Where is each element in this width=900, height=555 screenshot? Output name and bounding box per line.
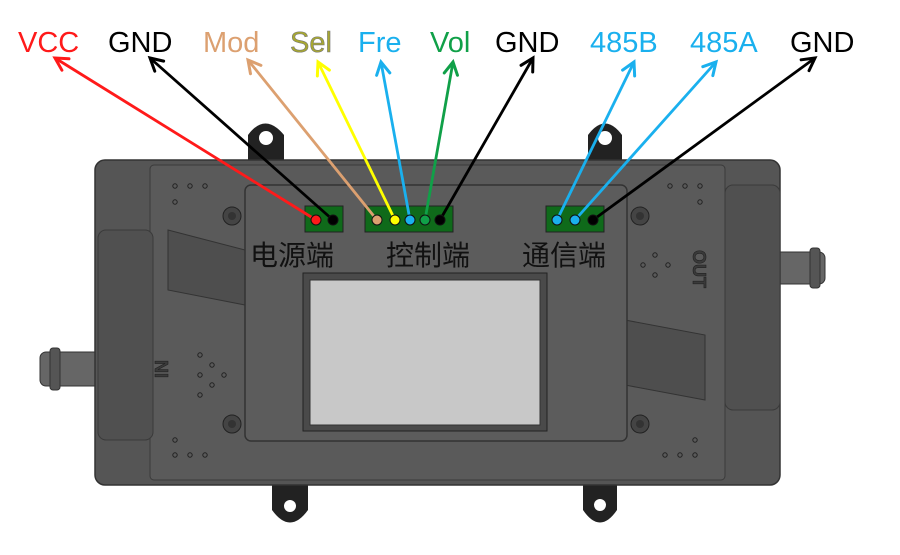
pin-terminal <box>389 214 401 226</box>
inlet-label: IN <box>152 360 172 378</box>
pin-terminal <box>434 214 446 226</box>
wire-gnd <box>434 55 535 226</box>
outlet-label: OUT <box>689 250 709 288</box>
pin-terminal <box>404 214 416 226</box>
pin-label-fre: Fre <box>358 27 402 59</box>
arrowhead-icon <box>375 58 392 77</box>
pin-label-mod: Mod <box>203 27 259 59</box>
pin-terminal <box>569 214 581 226</box>
pin-terminal <box>371 214 383 226</box>
wire-sel <box>315 59 401 226</box>
pin-label-gnd: GND <box>108 27 172 59</box>
pin-label-gnd: GND <box>790 27 854 59</box>
mounting-ear-bottom-right <box>583 484 617 523</box>
pin-labels: VCC GND Mod Sel Fre Vol GND 485B 485A GND <box>18 27 854 60</box>
wire-485a <box>569 59 719 226</box>
arrowhead-icon <box>315 59 331 78</box>
wire-mod <box>246 57 383 226</box>
mounting-ear-top-left <box>248 123 284 165</box>
pin-label-sel: Sel <box>290 27 332 59</box>
pin-label-485a: 485A <box>690 27 758 59</box>
pin-label-vcc: VCC <box>18 27 79 59</box>
arrowhead-icon <box>442 58 459 77</box>
arrowhead-icon <box>147 55 166 73</box>
pin-terminal <box>551 214 563 226</box>
comm-connector-label: 通信端 <box>522 239 606 272</box>
screw-icon <box>630 414 650 434</box>
pin-terminal <box>327 214 339 226</box>
pin-terminal <box>310 214 322 226</box>
wire-vcc <box>52 56 322 226</box>
arrowhead-icon <box>701 59 719 78</box>
mounting-ear-top-right <box>588 123 622 165</box>
screw-icon <box>630 206 650 226</box>
wire-gnd <box>147 55 339 226</box>
arrowhead-icon <box>799 56 818 73</box>
screw-icon <box>222 414 242 434</box>
power-connector-label: 电源端 <box>250 239 334 272</box>
pin-terminal <box>587 214 599 226</box>
wires <box>52 55 818 226</box>
arrowhead-icon <box>52 56 71 72</box>
screw-icon <box>222 206 242 226</box>
pin-terminal <box>419 214 431 226</box>
pin-label-485b: 485B <box>590 27 658 59</box>
mounting-ear-bottom-left <box>272 484 308 523</box>
control-connector-label: 控制端 <box>386 239 470 272</box>
pin-label-gnd: GND <box>495 27 559 59</box>
pin-label-vol: Vol <box>430 27 470 59</box>
display-screen <box>309 279 541 426</box>
wire-gnd <box>587 56 818 226</box>
inlet-pipe <box>39 347 103 391</box>
wire-485b <box>551 59 637 226</box>
wire-vol <box>419 58 459 226</box>
vent-holes <box>172 183 703 458</box>
arrowhead-icon <box>519 55 535 74</box>
arrowhead-icon <box>621 59 637 78</box>
wire-fre <box>375 58 416 226</box>
arrowhead-icon <box>246 57 263 76</box>
